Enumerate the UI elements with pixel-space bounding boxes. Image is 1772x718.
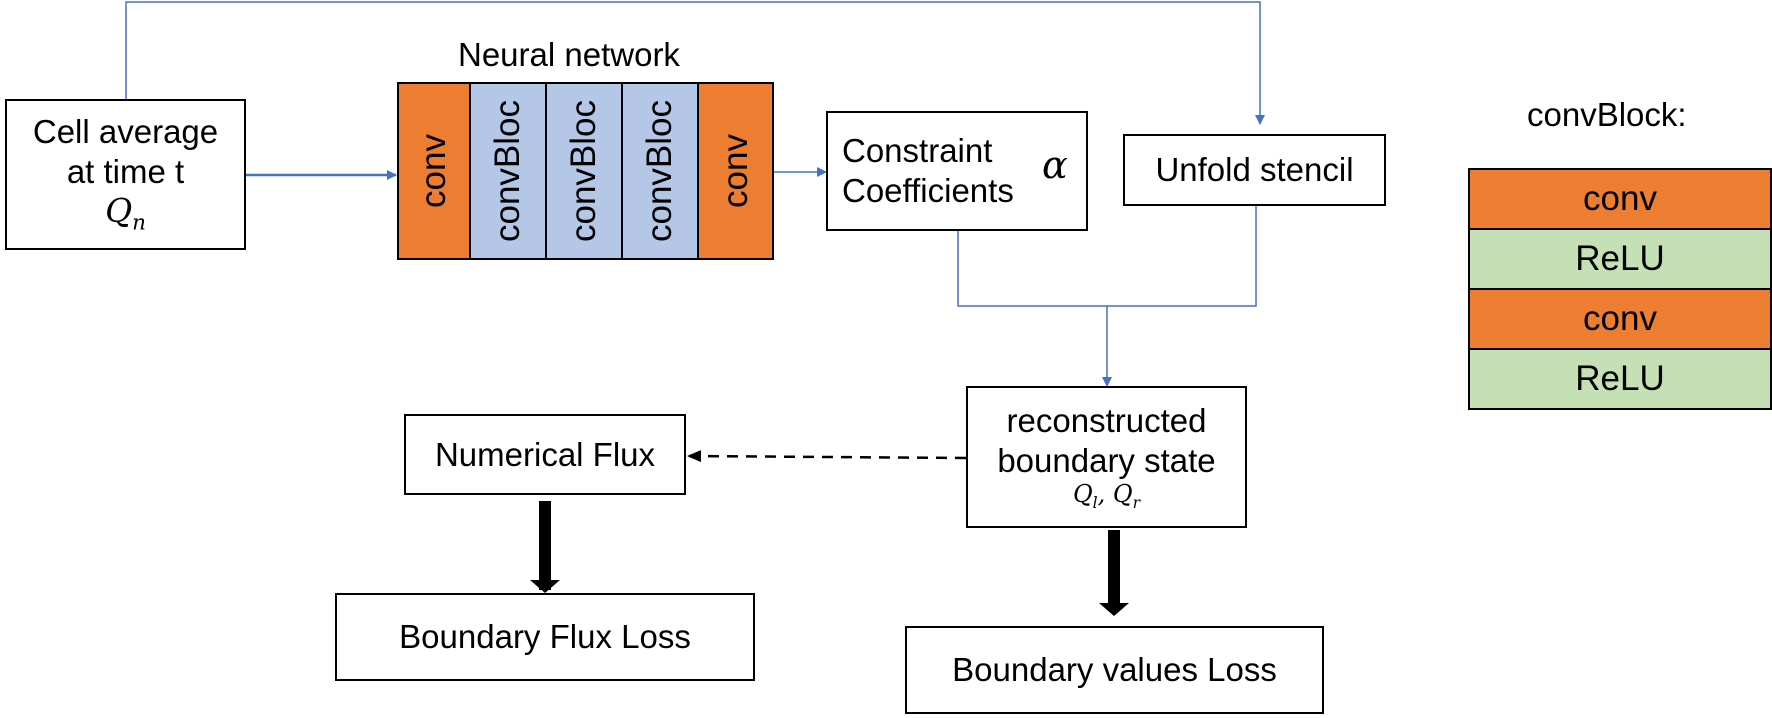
skip-connector [125,1,1265,125]
input-box: Cell average at time t Qn [5,99,246,250]
flux-to-loss-arrowhead [530,580,560,593]
layer-label: convBloc [564,99,603,243]
layer-label: convBloc [488,99,527,243]
input-line2: at time t [66,152,185,190]
convblock-row-conv: conv [1468,288,1772,350]
convblock-row-relu: ReLU [1468,228,1772,290]
unfold-stencil-box: Unfold stencil [1123,134,1386,206]
boundary-values-loss-box: Boundary values Loss [905,626,1324,714]
recon-line2: boundary state [997,441,1216,479]
flux-loss-label: Boundary Flux Loss [399,618,691,656]
input-line1: Cell average [32,113,219,151]
values-loss-label: Boundary values Loss [952,651,1277,689]
layer-label: conv [715,134,755,208]
numerical-flux-box: Numerical Flux [404,414,686,495]
recon-math: Ql, Qr [1072,480,1141,513]
network-layer-convbloc: convBloc [469,82,547,260]
alpha-symbol: α [1042,143,1068,187]
boundary-flux-loss-box: Boundary Flux Loss [335,593,755,681]
convblock-row-relu: ReLU [1468,348,1772,410]
reconstructed-box: reconstructed boundary state Ql, Qr [966,386,1247,528]
recon-to-loss-arrowhead [1099,603,1129,616]
recon-line1: reconstructed [1006,402,1207,440]
constraint-box: Constraint Coefficients α [826,111,1088,231]
unfold-label: Unfold stencil [1155,151,1354,189]
recon-to-flux-arrow [687,450,967,463]
layer-label: convBloc [640,99,679,243]
convblock-title: convBlock: [1527,96,1687,133]
constraint-line2: Coefficients [842,172,1014,209]
network-title: Neural network [458,36,680,73]
layer-label: conv [414,134,453,208]
constraint-line1: Constraint [842,132,993,170]
network-layer-convbloc: convBloc [545,82,623,260]
convblock-row-conv: conv [1468,168,1772,230]
flux-label: Numerical Flux [434,435,656,473]
network-layer-conv: conv [697,82,774,260]
network-layer-conv: conv [397,82,471,260]
input-math: Qn [105,191,146,237]
network-layer-convbloc: convBloc [621,82,699,260]
